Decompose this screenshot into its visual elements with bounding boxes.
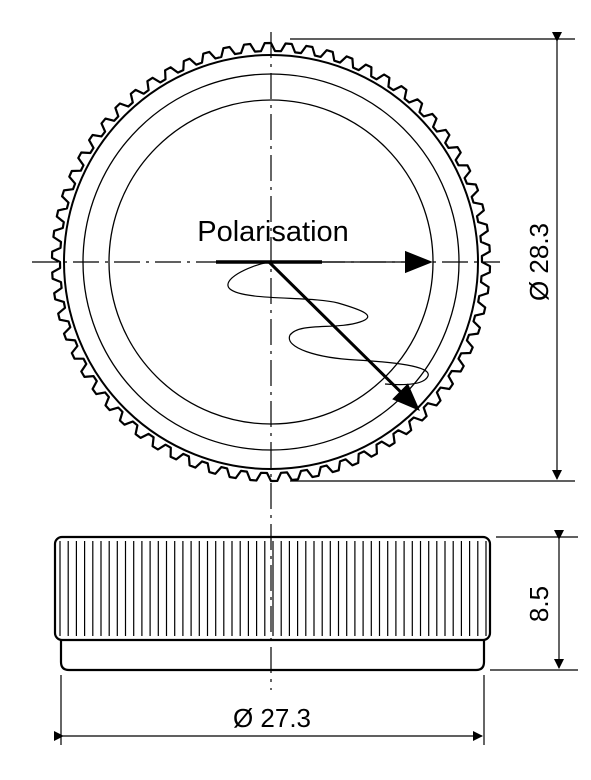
- height-value: 8.5: [524, 586, 554, 622]
- height-dimension: 8.5: [490, 530, 578, 671]
- knurl-flutes: [59, 541, 487, 636]
- base-diameter-value: Ø 27.3: [233, 703, 311, 733]
- outer-diameter-dimension: Ø 28.3: [290, 32, 575, 482]
- outer-diameter-value: Ø 28.3: [524, 223, 554, 301]
- base-diameter-dimension: Ø 27.3: [54, 675, 485, 745]
- base-flange: [59, 640, 486, 672]
- knurled-body: [53, 535, 492, 642]
- side-view: [53, 535, 492, 672]
- polarisation-direction-arrow: [267, 260, 420, 411]
- top-view: Polarisation: [32, 32, 500, 690]
- polarisation-wave: [227, 261, 429, 386]
- polarisation-label: Polarisation: [197, 216, 349, 248]
- knurled-edge: [50, 41, 492, 483]
